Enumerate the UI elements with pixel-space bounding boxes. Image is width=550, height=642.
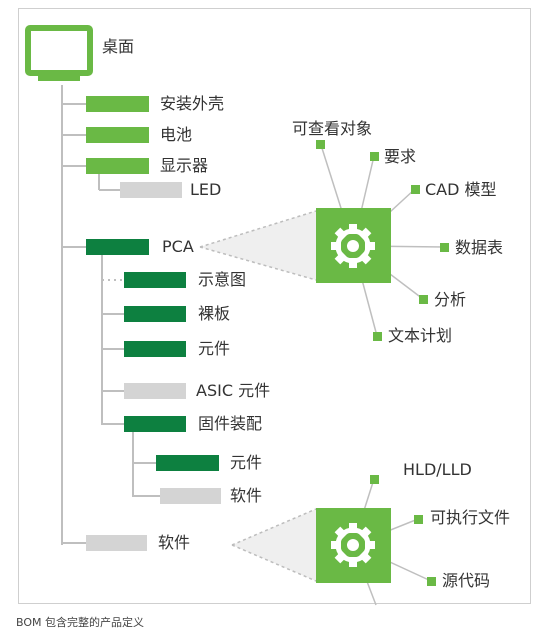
gear-icon	[331, 224, 375, 268]
diagram-frame	[18, 8, 531, 604]
label-bare-board: 裸板	[198, 304, 231, 323]
node-text-plan	[373, 332, 382, 341]
label-analysis: 分析	[434, 290, 467, 309]
pca-projection-cone	[200, 211, 316, 280]
label-enclosure: 安装外壳	[160, 94, 225, 113]
node-hld-lld	[370, 475, 379, 484]
label-led: LED	[190, 180, 222, 199]
label-software: 软件	[158, 533, 191, 552]
bar-pca	[86, 239, 149, 255]
bar-display	[86, 158, 149, 174]
node-requirements	[370, 152, 379, 161]
bar-fw-software	[160, 488, 221, 504]
desktop-monitor-icon	[25, 25, 93, 81]
bar-components	[124, 341, 186, 357]
bar-schematic	[124, 272, 186, 288]
label-fw-components: 元件	[230, 453, 263, 472]
label-requirements: 要求	[384, 147, 417, 166]
label-source-code: 源代码	[442, 571, 491, 590]
label-fw-software: 软件	[230, 486, 263, 505]
bar-enclosure	[86, 96, 149, 112]
label-cad-model: CAD 模型	[425, 180, 497, 199]
label-viewables: 可查看对象	[292, 119, 373, 138]
label-pca: PCA	[162, 237, 194, 256]
figure-caption: BOM 包含完整的产品定义	[16, 616, 144, 629]
gear-icon	[331, 523, 375, 567]
label-executables: 可执行文件	[430, 508, 511, 527]
software-gear-hub	[316, 508, 391, 583]
node-analysis	[419, 295, 428, 304]
label-text-plan: 文本计划	[388, 326, 453, 345]
label-schematic: 示意图	[198, 270, 247, 289]
label-asic: ASIC 元件	[196, 381, 271, 400]
pca-gear-hub	[316, 208, 391, 283]
label-components: 元件	[198, 339, 231, 358]
node-source-code	[427, 577, 436, 586]
software-projection-cone	[232, 509, 316, 581]
label-firmware-assembly: 固件装配	[198, 414, 263, 433]
label-desktop: 桌面	[102, 37, 135, 56]
node-cad-model	[411, 185, 420, 194]
tree-connectors	[61, 85, 160, 545]
node-datasheet	[440, 243, 449, 252]
node-executables	[414, 515, 423, 524]
bar-asic	[124, 383, 186, 399]
bar-firmware-assembly	[124, 416, 186, 432]
label-hld-lld: HLD/LLD	[403, 460, 472, 479]
bar-bare-board	[124, 306, 186, 322]
bar-fw-components	[156, 455, 219, 471]
node-viewables	[316, 140, 325, 149]
label-display: 显示器	[160, 156, 209, 175]
bar-software	[86, 535, 147, 551]
bar-battery	[86, 127, 149, 143]
bar-led	[120, 182, 182, 198]
label-datasheet: 数据表	[455, 238, 504, 257]
label-battery: 电池	[160, 125, 193, 144]
